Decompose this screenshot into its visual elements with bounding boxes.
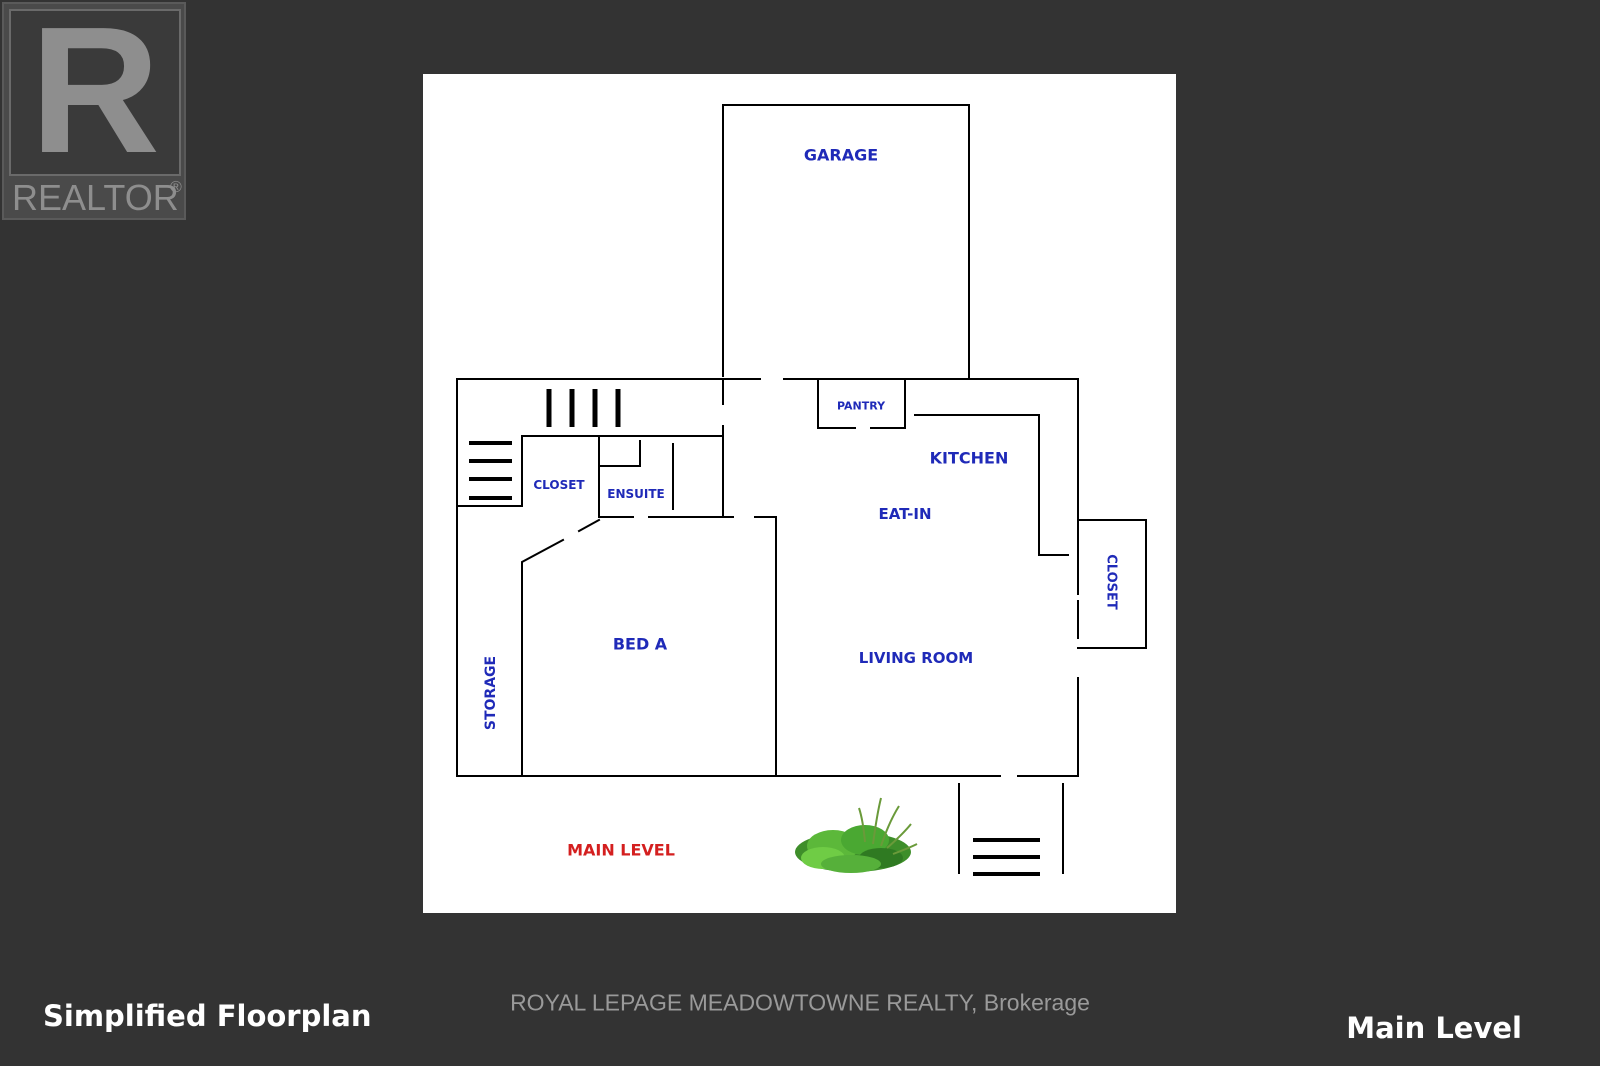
room-label-pantry: PANTRY [836,399,886,413]
level-label: MAIN LEVEL [567,840,675,860]
kitchen-wall [914,414,1069,556]
caption-main-level: Main Level [1346,1011,1522,1045]
room-label-garage: GARAGE [803,145,879,165]
shrub-icon [795,797,918,873]
realtor-logo: R REALTOR ® [2,2,186,220]
logo-letter: R [30,4,160,191]
room-label-eat-in: EAT-IN [878,505,932,523]
stairs-top [546,389,621,427]
caption-simplified-floorplan: Simplified Floorplan [43,999,372,1033]
logo-registered-mark: ® [170,179,182,196]
stairs-entry [973,838,1040,876]
floorplan-walls [456,104,1147,876]
room-label-kitchen: KITCHEN [929,448,1009,468]
right-closet-walls [1077,519,1147,649]
closet-top-wall [456,435,724,507]
room-label-living-room: LIVING ROOM [858,649,974,667]
room-label-closet-right: CLOSET [1103,554,1119,610]
room-label-bed-a: BED A [612,634,668,654]
pantry-walls [817,378,856,429]
room-label-closet-top: CLOSET [533,478,585,492]
room-label-ensuite: ENSUITE [607,487,665,501]
floorplan-sheet: GARAGE PANTRY KITCHEN CLOSET ENSUITE EAT… [423,74,1176,913]
house-right-wall-lower [1017,677,1079,777]
brokerage-credit: ROYAL LEPAGE MEADOWTOWNE REALTY, Brokera… [510,989,1090,1016]
garage-walls [722,104,970,380]
stairs-left [469,441,512,500]
logo-wordmark: REALTOR [12,177,179,218]
house-top-right-wall [783,378,1079,595]
realtor-logo-icon: R REALTOR ® [9,4,182,218]
bed-angled-wall [521,538,565,777]
room-label-storage: STORAGE [483,655,499,731]
house-bottom-left-walls [456,378,1001,777]
bed-living-divider [754,516,777,777]
